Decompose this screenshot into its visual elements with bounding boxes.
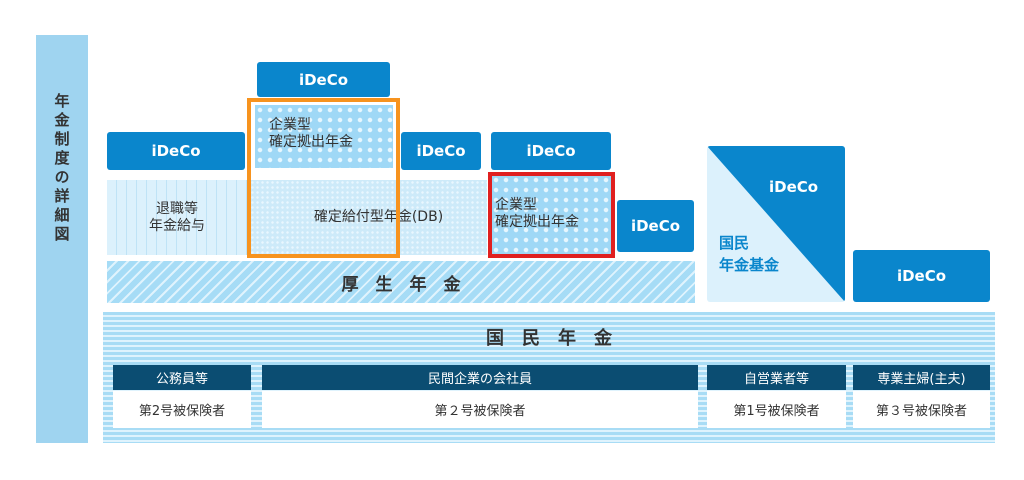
group-header-employees: 民間企業の会社員 (262, 365, 698, 390)
kokumin-kikin-block: iDeCo 国民 年金基金 (707, 146, 845, 302)
ideco-block-dc-only: iDeCo (617, 200, 694, 252)
kokumin-nenkin-label: 国 民 年 金 (486, 328, 612, 349)
ideco-block-public: iDeCo (107, 132, 245, 170)
db-block: 確定給付型年金(DB) (250, 180, 487, 255)
corporate-dc-block: 企業型 確定拠出年金 (491, 175, 611, 255)
group-header-housewife: 専業主婦(主夫) (853, 365, 990, 390)
group-insured-public: 第2号被保険者 (113, 391, 251, 428)
highlight-red (488, 172, 615, 258)
kosei-nenkin-block: 厚 生 年 金 (107, 261, 695, 303)
kokumin-kikin-label: 国民 年金基金 (719, 234, 780, 274)
group-insured-employees: 第２号被保険者 (262, 391, 698, 428)
group-insured-housewife: 第３号被保険者 (853, 391, 990, 428)
ideco-block-housewife: iDeCo (853, 250, 990, 302)
diagram-title: 年金制度の詳細図 (52, 93, 71, 245)
highlight-orange (247, 98, 400, 258)
group-header-public: 公務員等 (113, 365, 251, 390)
retirement-pension-block: 退職等 年金給与 (107, 180, 247, 255)
corporate-dc-block-db: 企業型 確定拠出年金 (255, 105, 393, 168)
ideco-block-dc: iDeCo (491, 132, 611, 170)
group-insured-self-employed: 第1号被保険者 (707, 391, 846, 428)
ideco-block-corporate-dc: iDeCo (257, 62, 390, 97)
ideco-label-self-employed: iDeCo (769, 178, 819, 196)
ideco-block-db: iDeCo (401, 132, 481, 170)
group-header-self-employed: 自営業者等 (707, 365, 846, 390)
diagram-title-bar: 年金制度の詳細図 (36, 35, 88, 443)
ideco-triangle (707, 146, 845, 302)
